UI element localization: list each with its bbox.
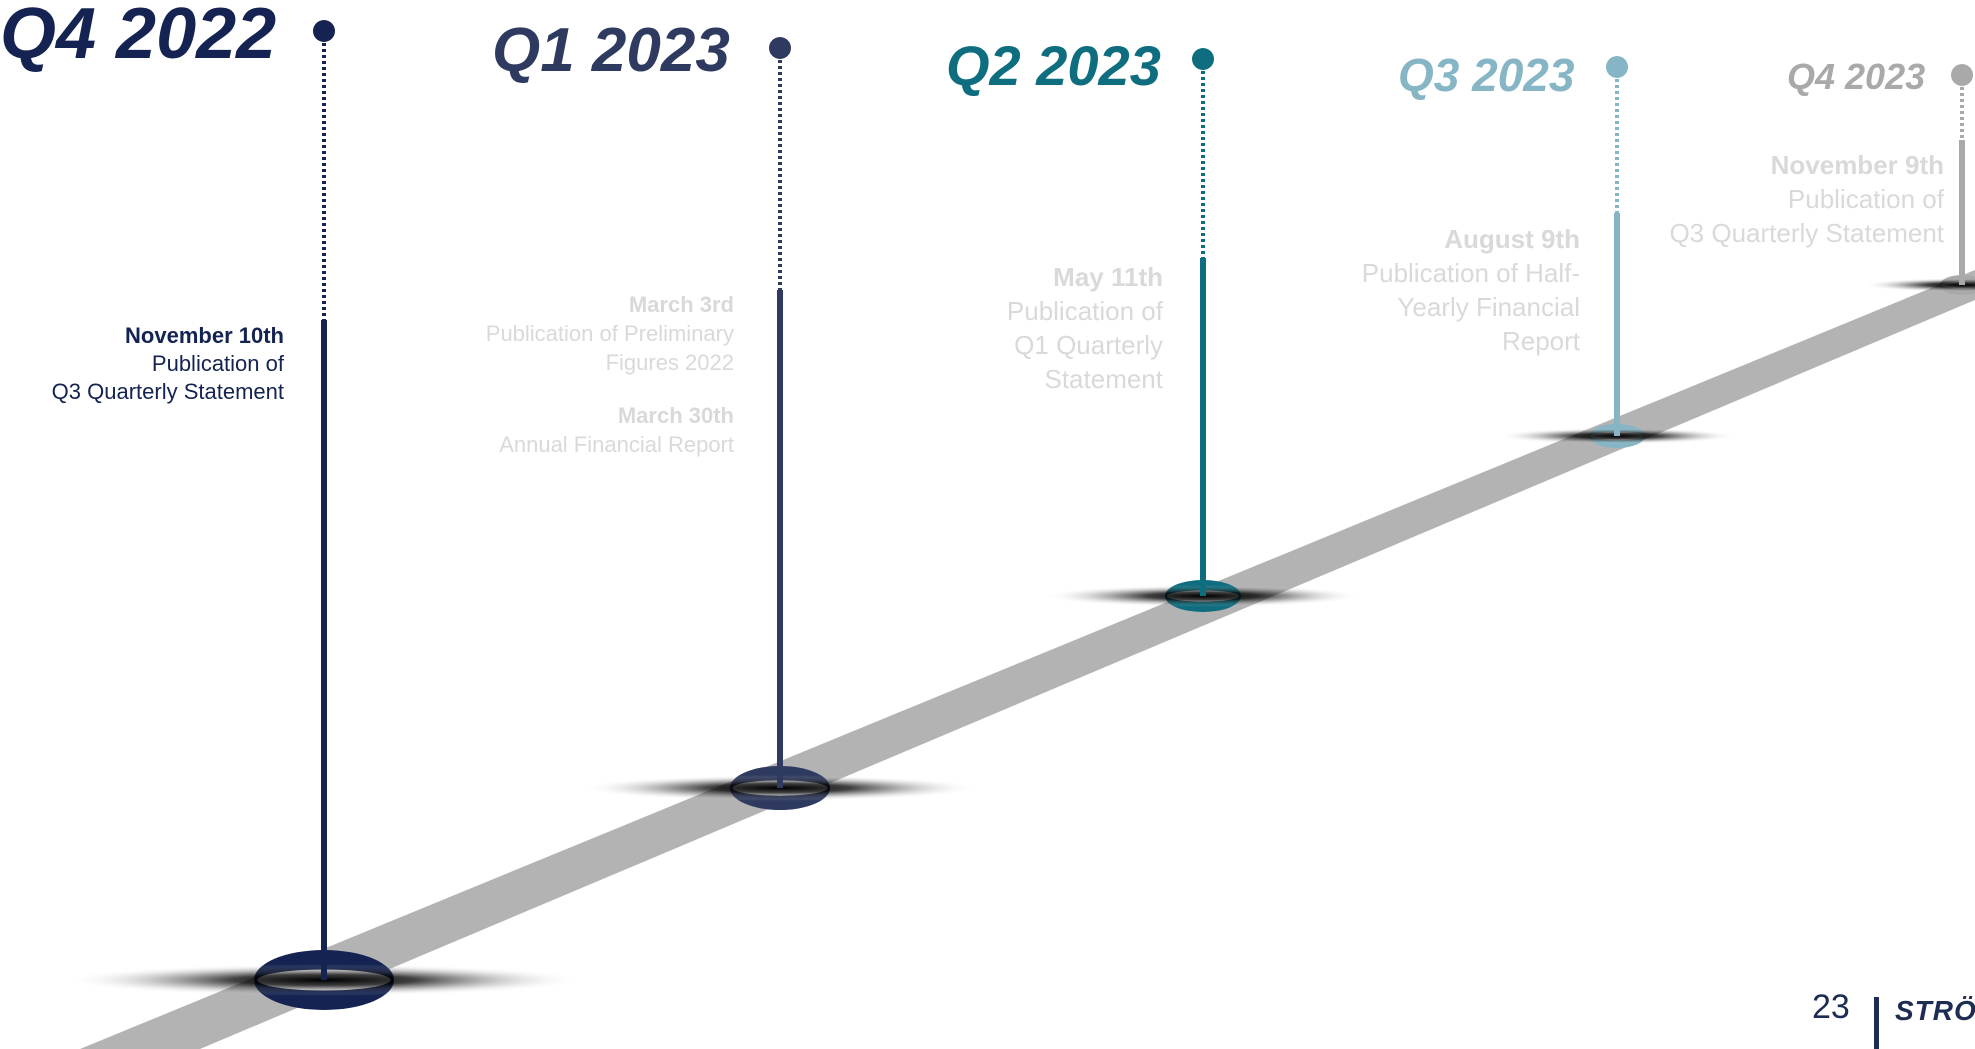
milestone-3 (1043, 48, 1363, 612)
event-date: August 9th (1444, 224, 1580, 254)
quarter-title: Q3 2023 (1398, 49, 1575, 101)
quarter-title: Q1 2023 (492, 16, 730, 85)
event-description: Figures 2022 (605, 350, 734, 375)
event-description: Yearly Financial (1397, 292, 1580, 322)
event-description: Annual Financial Report (499, 432, 734, 457)
event-description: Q3 Quarterly Statement (51, 379, 284, 404)
pin-shadow (1862, 278, 1975, 292)
pin-head (1192, 48, 1214, 70)
timeline-road (80, 270, 1975, 1049)
event-date: May 11th (1053, 262, 1163, 292)
event-description: Publication of Preliminary (485, 321, 734, 346)
quarter-title: Q4 2023 (1787, 56, 1926, 97)
event-description: Q3 Quarterly Statement (1669, 218, 1944, 248)
event-description: Publication of (1787, 184, 1944, 214)
event-date: March 30th (617, 403, 734, 428)
pin-head (1951, 64, 1973, 86)
footer-divider (1874, 997, 1879, 1049)
quarter-title: Q4 2022 (0, 0, 277, 74)
event-description: Statement (1044, 364, 1163, 394)
event-date: November 10th (125, 323, 284, 348)
event-description: Publication of (151, 351, 284, 376)
pin-head (769, 37, 791, 59)
milestone-4 (1497, 56, 1737, 448)
event-date: March 3rd (628, 292, 734, 317)
pin-head (313, 20, 335, 42)
company-logo: STRÖ (1895, 995, 1975, 1026)
event-description: Q1 Quarterly (1014, 330, 1163, 360)
event-description: Publication of (1006, 296, 1163, 326)
quarter-title: Q2 2023 (946, 34, 1161, 97)
milestone-2 (580, 37, 980, 810)
milestone-5 (1862, 64, 1975, 295)
road-band (80, 270, 1975, 1049)
event-description: Report (1501, 326, 1580, 356)
event-description: Publication of Half- (1361, 258, 1580, 288)
milestone-1 (64, 20, 584, 1010)
pin-head (1606, 56, 1628, 78)
page-number: 23 (1812, 988, 1850, 1026)
event-date: November 9th (1770, 150, 1944, 180)
